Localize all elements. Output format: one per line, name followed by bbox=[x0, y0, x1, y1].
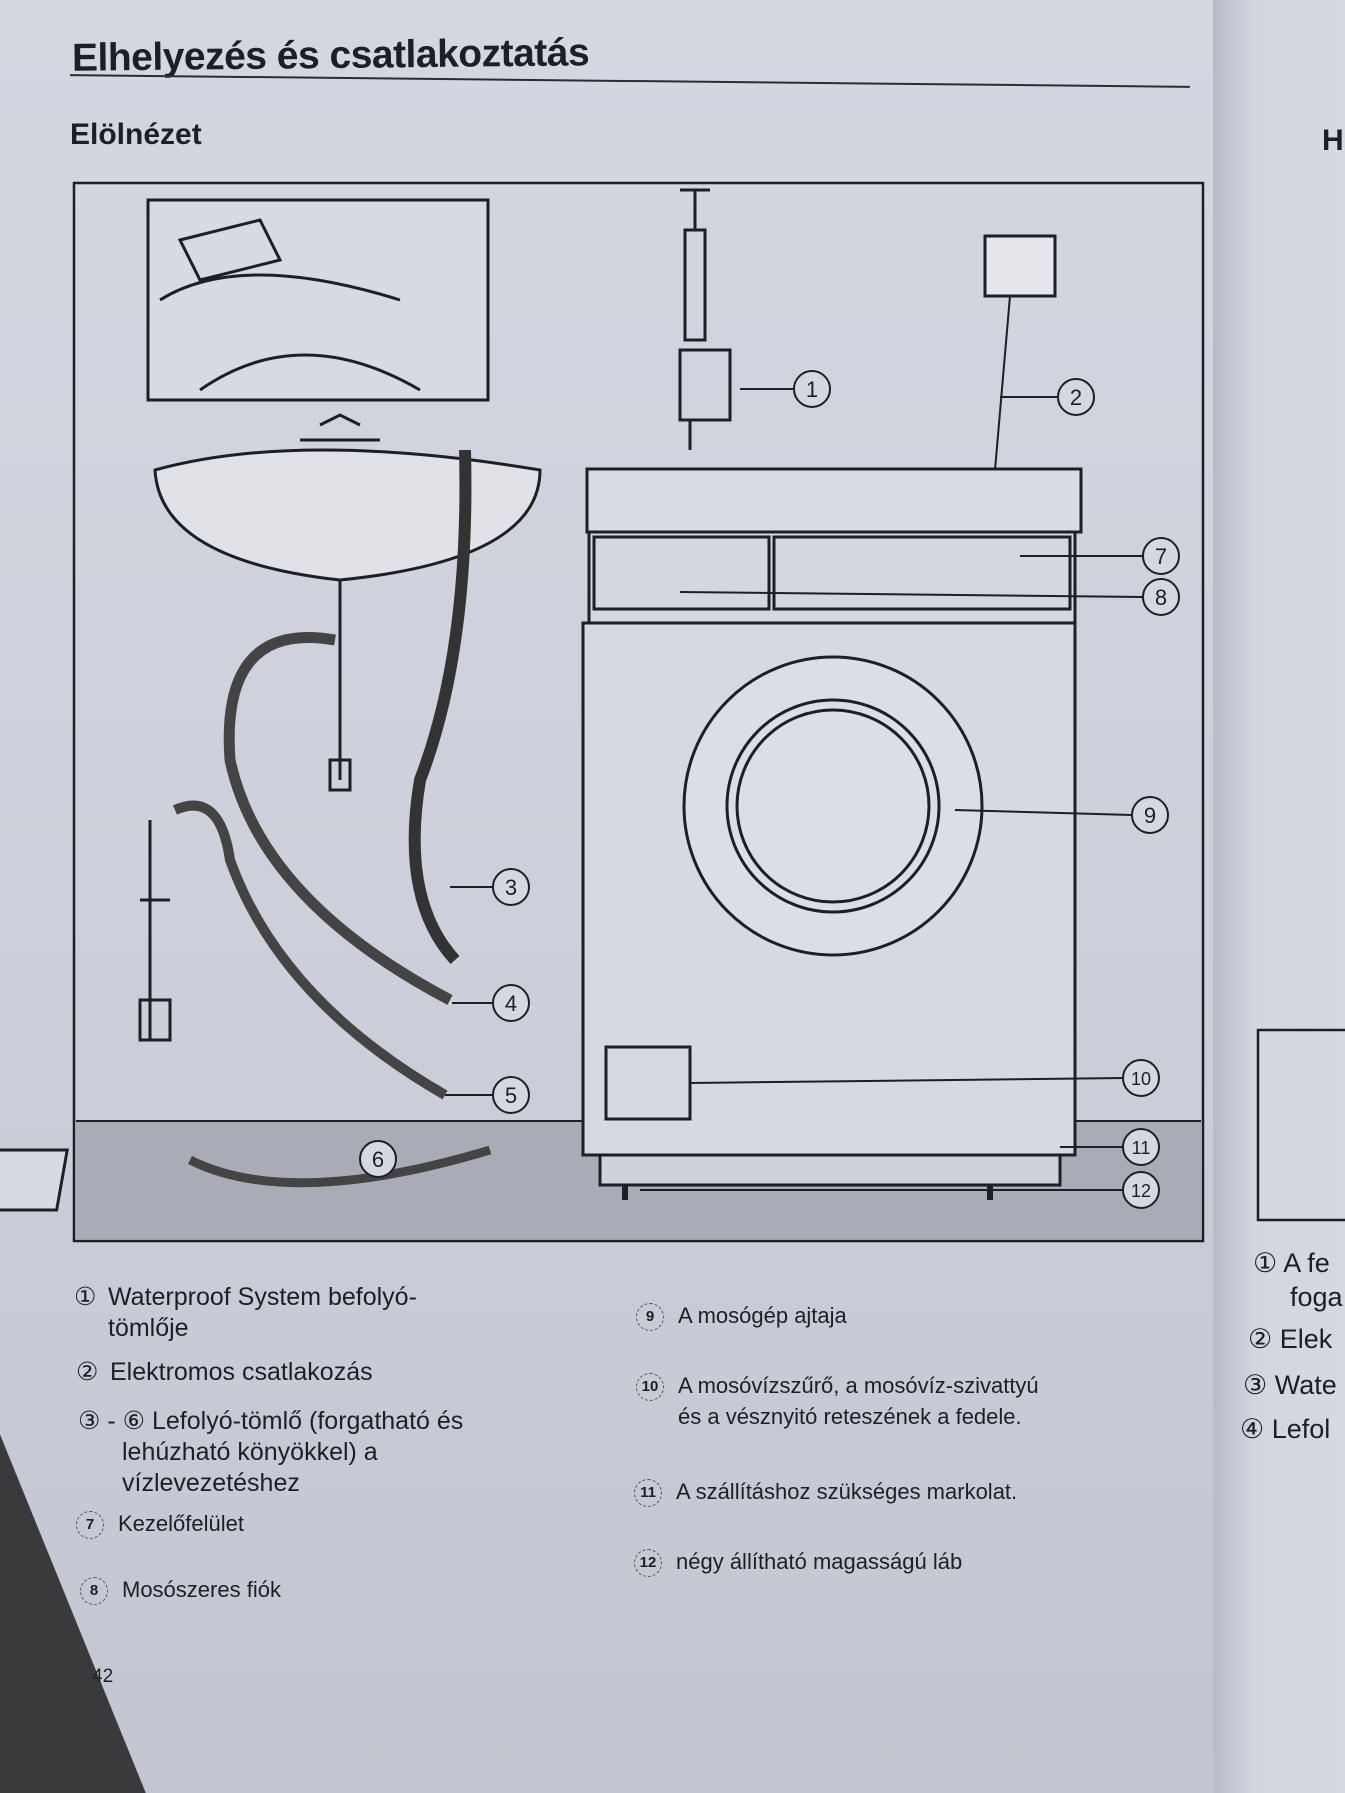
callout-markers bbox=[359, 370, 1180, 1209]
callout-2: 2 bbox=[1070, 385, 1082, 410]
legend-item-3-6: ③ - ⑥ Lefolyó-tömlő (forgatható és lehúz… bbox=[78, 1407, 464, 1497]
power-socket bbox=[983, 234, 1057, 298]
machine-top bbox=[585, 467, 1083, 534]
callout-4: 4 bbox=[505, 991, 517, 1016]
callout-9: 9 bbox=[1144, 803, 1156, 828]
facing-page-frame bbox=[1256, 1028, 1345, 1222]
transport-handle bbox=[598, 1153, 1062, 1187]
door bbox=[682, 655, 984, 957]
drain-hose-4 bbox=[223, 632, 453, 1005]
inlet-hose-3 bbox=[408, 449, 472, 965]
callout-11: 11 bbox=[1132, 1138, 1151, 1158]
faucet-inset bbox=[146, 198, 490, 402]
callout-7: 7 bbox=[1155, 544, 1167, 569]
diagram-frame bbox=[72, 181, 1205, 1243]
sink bbox=[153, 448, 542, 582]
callout-3: 3 bbox=[505, 875, 517, 900]
section-subtitle: Elölnézet bbox=[70, 118, 202, 151]
callout-10: 10 bbox=[1131, 1069, 1151, 1089]
facing-page bbox=[1213, 0, 1345, 1793]
drain-hose-5 bbox=[172, 800, 448, 1100]
facing-legend-1: ① A fe bbox=[1253, 1248, 1330, 1278]
callout-8: 8 bbox=[1155, 585, 1167, 610]
page-number: 42 bbox=[92, 1666, 114, 1687]
callout-6: 6 bbox=[372, 1147, 384, 1172]
water-tap bbox=[678, 188, 732, 450]
facing-legend-4: ④ Lefol bbox=[1240, 1414, 1331, 1444]
facing-legend-1b: foga bbox=[1290, 1282, 1343, 1312]
callout-5: 5 bbox=[505, 1083, 517, 1108]
facing-legend-2: ② Elek bbox=[1248, 1324, 1333, 1354]
callout-1: 1 bbox=[806, 377, 818, 402]
drain-hose-6 bbox=[187, 1145, 492, 1188]
facing-legend-3: ③ Wate bbox=[1243, 1370, 1337, 1400]
callout-12: 12 bbox=[1131, 1181, 1151, 1201]
facing-page-heading: H bbox=[1322, 124, 1344, 157]
